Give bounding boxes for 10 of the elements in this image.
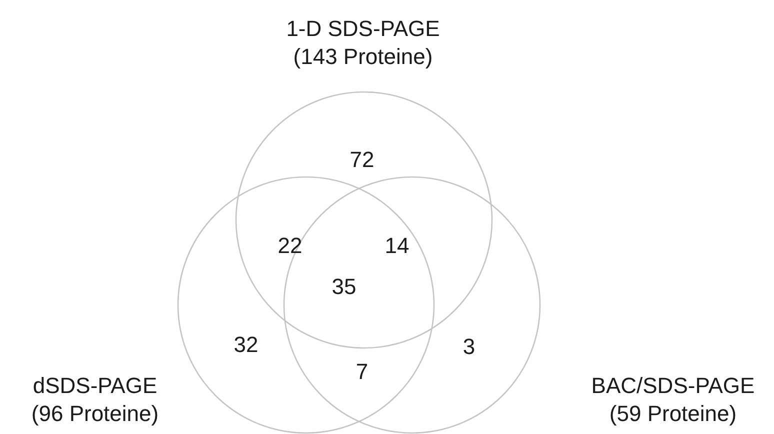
region-count: 3 — [462, 334, 476, 360]
region-count: 35 — [332, 274, 356, 300]
region-count: 22 — [278, 233, 302, 259]
region-count: 14 — [384, 233, 410, 259]
set-label: BAC/SDS-PAGE (59 Proteine) — [590, 372, 756, 428]
set-label: dSDS-PAGE (96 Proteine) — [30, 372, 160, 428]
set-label: 1-D SDS-PAGE (143 Proteine) — [285, 15, 441, 71]
region-count: 72 — [350, 147, 374, 173]
region-count: 32 — [234, 332, 258, 358]
region-count: 7 — [356, 359, 368, 385]
